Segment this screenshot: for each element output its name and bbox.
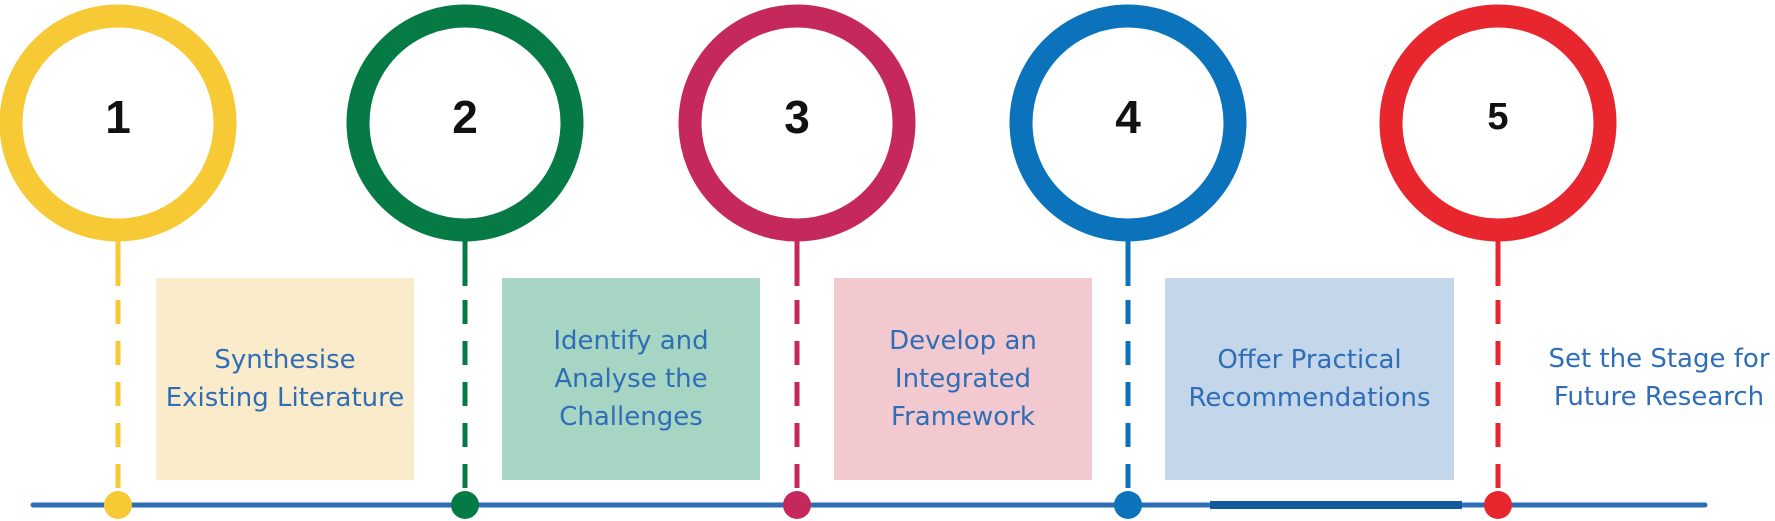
step-5-description: Set the Stage for Future Research: [1548, 340, 1770, 416]
step-2: 2: [346, 4, 584, 519]
step-3-number: 3: [784, 91, 810, 143]
step-2-ring: [346, 4, 584, 242]
step-5-description-line: Future Research: [1553, 382, 1765, 412]
step-2-description-line: Challenges: [559, 402, 703, 432]
step-1-description: Synthesise Existing Literature: [166, 341, 405, 417]
step-1-dot: [104, 491, 132, 519]
step-3: 3: [678, 4, 916, 519]
step-4-number: 4: [1115, 91, 1141, 143]
step-5-dot: [1484, 491, 1512, 519]
step-1-ring: [0, 4, 237, 242]
step-4-description: Offer Practical Recommendations: [1188, 341, 1430, 417]
step-3-dot: [783, 491, 811, 519]
step-3-description-line: Integrated: [894, 364, 1032, 394]
step-3-description-line: Framework: [891, 402, 1035, 432]
step-3-ring: [678, 4, 916, 242]
step-2-dot: [451, 491, 479, 519]
step-1-number: 1: [105, 91, 131, 143]
step-3-description-box: Develop an Integrated Framework: [834, 278, 1092, 480]
step-1: 1: [0, 4, 237, 519]
step-4-description-line: Offer Practical: [1217, 345, 1402, 375]
step-2-number: 2: [452, 91, 478, 143]
step-3-description: Develop an Integrated Framework: [889, 322, 1037, 436]
step-1-description-line: Synthesise: [214, 345, 356, 375]
step-5-description-line: Set the Stage for: [1548, 344, 1770, 374]
step-5: 5: [1379, 4, 1617, 519]
step-2-description-box: Identify and Analyse the Challenges: [502, 278, 760, 480]
step-5-number: 5: [1487, 96, 1508, 138]
step-2-description: Identify and Analyse the Challenges: [553, 322, 708, 436]
step-4-dot: [1114, 491, 1142, 519]
step-2-description-line: Analyse the: [554, 364, 708, 394]
step-3-description-line: Develop an: [889, 326, 1037, 356]
step-4-description-box: Offer Practical Recommendations: [1165, 278, 1454, 480]
step-1-description-line: Existing Literature: [165, 383, 405, 413]
step-1-description-box: Synthesise Existing Literature: [156, 278, 414, 480]
step-2-description-line: Identify and: [553, 326, 709, 356]
step-5-ring: [1379, 4, 1617, 242]
step-4: 4: [1009, 4, 1247, 519]
step-4-ring: [1009, 4, 1247, 242]
step-4-description-line: Recommendations: [1188, 383, 1431, 413]
